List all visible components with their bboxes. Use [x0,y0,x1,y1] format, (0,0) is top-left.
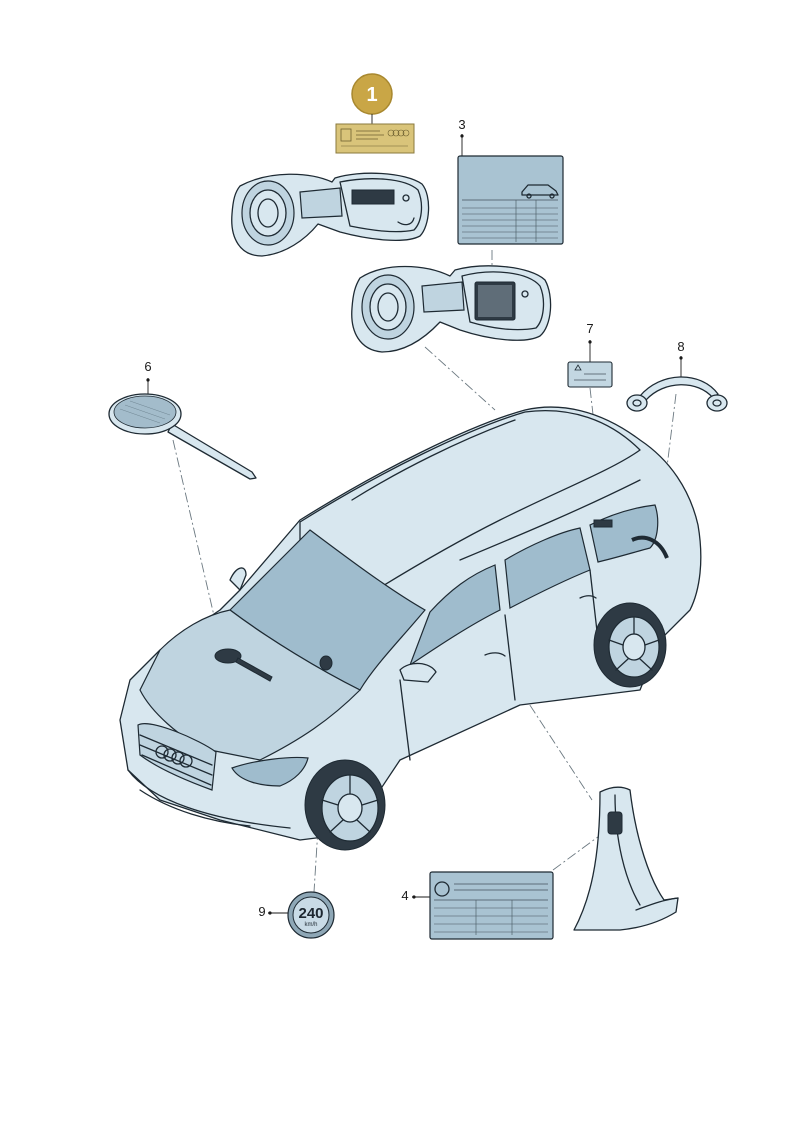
fuel-flap-label [335,123,415,154]
part-6-group[interactable]: 6 [108,359,257,480]
speed-sticker-unit: km/h [304,922,317,928]
rear-wheel [593,602,667,688]
part-1-group[interactable]: 1 [335,73,415,154]
callout-1: 1 [366,84,377,106]
vehicle-suv [119,406,702,851]
front-wheel [304,759,386,851]
warning-label-small [567,361,613,388]
callout-8: 8 [677,339,684,354]
retaining-strap [639,376,719,401]
part-4-group[interactable]: 4 [401,871,554,940]
speed-sticker-value: 240 [298,905,323,922]
callout-6: 6 [144,359,151,374]
part-9-group[interactable]: 9 240 km/h [258,891,335,939]
part-3-group[interactable]: 3 [457,117,564,245]
b-pillar-detail [573,786,679,931]
fuel-flap-upper [231,172,430,257]
bonnet-rod [167,423,257,480]
callout-3: 3 [458,117,465,132]
part-7-group[interactable]: 7 [567,321,613,388]
callout-7: 7 [586,321,593,336]
callout-9: 9 [258,904,265,919]
callout-4: 4 [401,888,408,903]
part-8-group[interactable]: 8 [626,339,728,412]
fuel-flap-lower [351,265,552,353]
tyre-pressure-label [429,871,554,940]
